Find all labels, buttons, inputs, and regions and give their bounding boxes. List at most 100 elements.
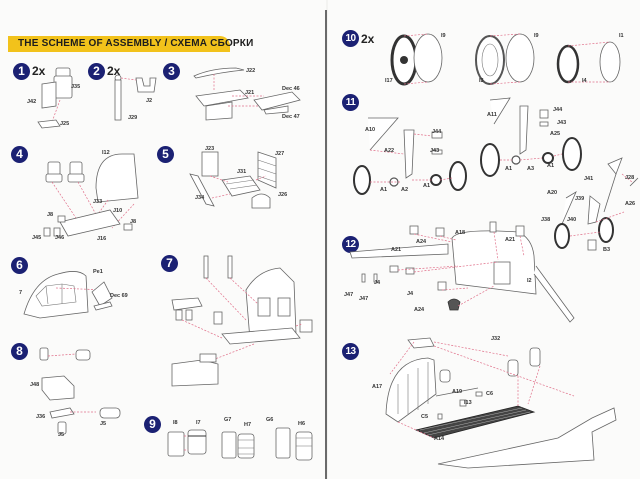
assembly-header-banner: THE SCHEME OF ASSEMBLY / СХЕМА СБОРКИ (8, 36, 253, 52)
part-label: I4 (582, 78, 587, 84)
step-10-wheels-drawing (390, 33, 621, 86)
part-label: A1 (380, 187, 388, 193)
step-4-badge: 4 (11, 146, 28, 163)
step-8-gearbox-drawing (39, 347, 121, 435)
part-label: A24 (416, 239, 427, 245)
part-label: I3 (479, 78, 484, 84)
part-label: J4 (374, 280, 381, 286)
step-10-multiplier: 2x (361, 32, 375, 46)
part-label: 7 (19, 290, 23, 296)
part-label: J27 (275, 151, 285, 157)
step-3-badge: 3 (163, 63, 180, 80)
part-label: Dec 46 (282, 86, 300, 92)
part-label: I7 (196, 420, 201, 426)
step-3-canopy-drawing (193, 67, 301, 121)
part-label: A22 (384, 148, 395, 154)
part-label: J25 (60, 121, 70, 127)
part-label: A17 (372, 384, 383, 390)
part-label: A10 (365, 127, 376, 133)
part-label: I9 (441, 33, 446, 39)
part-label: G6 (266, 417, 274, 423)
part-label: I8 (173, 420, 178, 426)
part-label: J21 (245, 90, 255, 96)
part-label: J29 (128, 115, 138, 121)
part-label: A2 (401, 187, 409, 193)
part-label: G7 (224, 417, 232, 423)
part-label: J43 (430, 148, 440, 154)
part-label: I2 (527, 278, 532, 284)
part-label: J44 (432, 129, 442, 135)
part-label: B3 (603, 247, 611, 253)
part-label: J33 (93, 199, 103, 205)
part-label: J43 (557, 120, 567, 126)
part-label: A21 (391, 247, 402, 253)
part-label: J47 (344, 292, 354, 298)
part-label: J28 (625, 175, 635, 181)
part-label: J38 (541, 217, 551, 223)
step-7-badge: 7 (161, 255, 178, 272)
part-label: A20 (547, 190, 558, 196)
part-label: A19 (452, 389, 463, 395)
part-label: J8 (130, 219, 137, 225)
step-2-multiplier: 2x (107, 64, 121, 78)
step-1-multiplier: 2x (32, 64, 46, 78)
part-label: A1 (423, 183, 431, 189)
part-label: J41 (584, 176, 594, 182)
part-label: J2 (146, 98, 153, 104)
part-label: A3 (527, 166, 535, 172)
step-5-floor-drawing (189, 151, 277, 209)
step-1-seat-drawing (37, 67, 73, 129)
part-label: C6 (486, 391, 494, 397)
part-label: J32 (491, 336, 501, 342)
part-label: I17 (385, 78, 393, 84)
part-label: J40 (567, 217, 577, 223)
part-label: J35 (71, 84, 81, 90)
step-9-bottles-drawing (167, 427, 313, 461)
part-label: C5 (421, 414, 429, 420)
part-label: A24 (414, 307, 425, 313)
part-label: J31 (237, 169, 247, 175)
step-7-cockpit-assembly-drawing (171, 255, 313, 387)
part-label: J34 (195, 195, 205, 201)
part-label: I13 (464, 400, 472, 406)
part-label: I12 (102, 150, 110, 156)
step-9-badge: 9 (144, 416, 161, 433)
step-13-badge: 13 (342, 343, 359, 360)
step-2-column-drawing (114, 74, 157, 121)
part-label: J10 (113, 208, 123, 214)
part-label: J26 (278, 192, 288, 198)
part-label: J23 (205, 146, 215, 152)
part-label: A11 (487, 112, 497, 118)
part-label: J16 (97, 236, 107, 242)
step-1-badge: 1 (13, 63, 30, 80)
step-2-badge: 2 (88, 63, 105, 80)
part-label: J46 (55, 235, 65, 241)
part-label: J42 (27, 99, 37, 105)
part-label: H7 (244, 422, 252, 428)
part-label: Dec 69 (110, 293, 128, 299)
step-4-cockpit-drawing (43, 153, 139, 237)
part-label: A1 (547, 163, 555, 169)
part-label: Dec 47 (282, 114, 300, 120)
step-12-fuselage-side-drawing (349, 221, 575, 323)
step-10-badge: 10 (342, 30, 359, 47)
part-label: A26 (625, 201, 636, 207)
part-label: A1 (505, 166, 513, 172)
part-label: J39 (575, 196, 585, 202)
step-6-windshield-drawing (23, 271, 113, 319)
step-6-badge: 6 (11, 257, 28, 274)
part-label: J22 (246, 68, 256, 74)
page-spine (325, 10, 327, 479)
part-label: H6 (298, 421, 306, 427)
part-label: A14 (434, 436, 445, 442)
step-8-badge: 8 (11, 343, 28, 360)
part-label: J36 (36, 414, 46, 420)
step-5-badge: 5 (157, 146, 174, 163)
part-label: J4 (407, 291, 414, 297)
part-label: J8 (47, 212, 54, 218)
part-label: J5 (58, 432, 65, 438)
part-label: Pe1 (93, 269, 103, 275)
step-13-cabin-floor-drawing (385, 337, 617, 469)
part-label: I1 (619, 33, 624, 39)
assembly-title: THE SCHEME OF ASSEMBLY / СХЕМА СБОРКИ (18, 38, 254, 49)
